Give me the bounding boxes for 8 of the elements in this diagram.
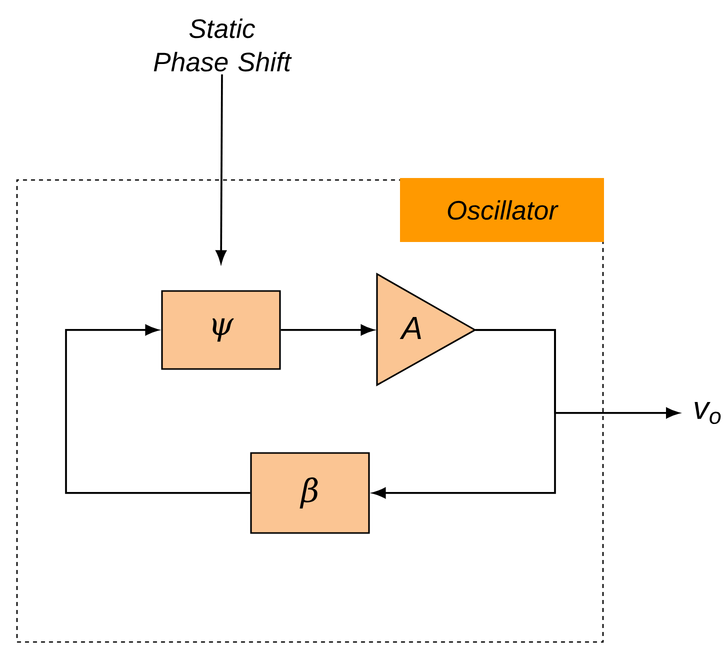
output-label: v$_{o}$ [694, 402, 721, 424]
block-box: β [250, 452, 370, 534]
arrow [65, 324, 250, 494]
input-label: Static Phase Shift [154, 18, 292, 72]
block-box: ψ [161, 290, 281, 370]
arrow [216, 74, 226, 264]
arrow [475, 329, 680, 418]
arrow [280, 324, 374, 336]
